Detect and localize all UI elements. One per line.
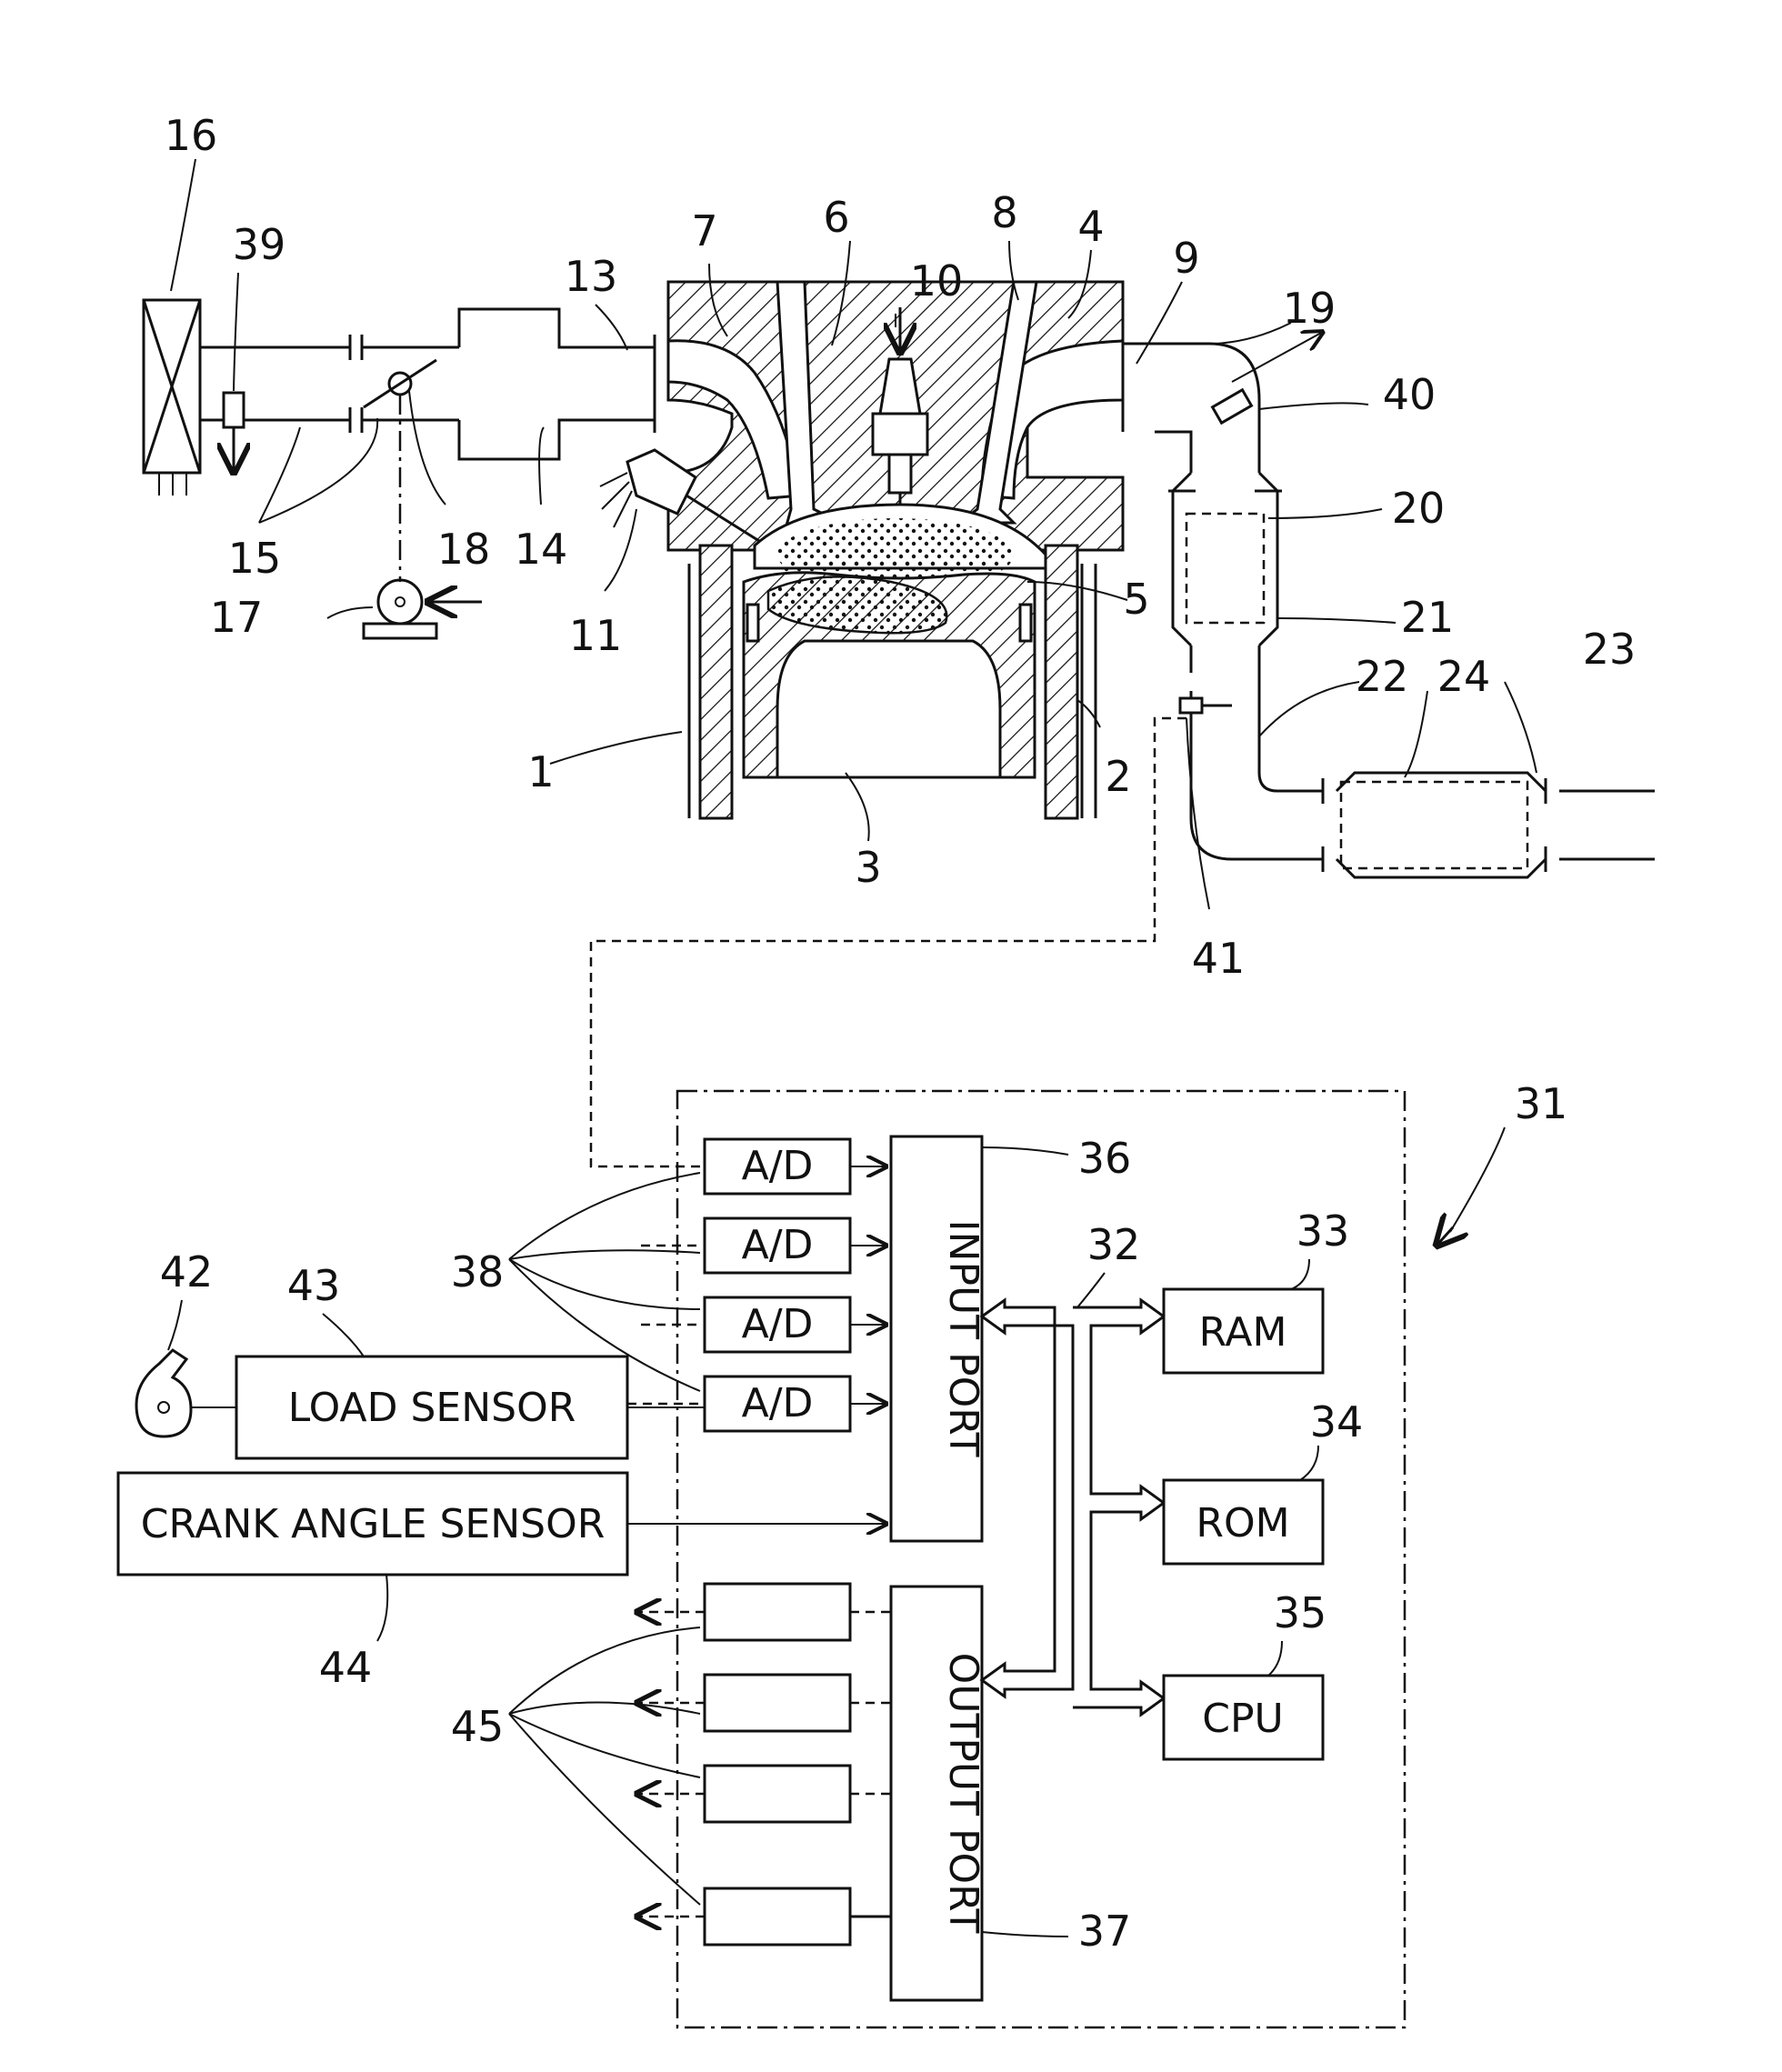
throttle-valve (364, 360, 436, 582)
ref-37: 37 (1078, 1907, 1132, 1956)
catalytic-converter (1168, 473, 1282, 773)
piston (744, 573, 1035, 777)
drive-circuit-4 (636, 1888, 891, 1945)
accelerator-pedal (136, 1300, 236, 1436)
electronic-control-unit: A/D A/D A/D A/D INPUT PORT (509, 718, 1505, 2027)
cpu-block: CPU (1164, 1641, 1323, 1759)
ref-3: 3 (855, 843, 881, 892)
ref-38: 38 (451, 1247, 505, 1296)
rom-block: ROM (1164, 1446, 1323, 1564)
ref-14: 14 (515, 525, 568, 574)
input-port: INPUT PORT (891, 1136, 1068, 1541)
exhaust-pipe (1191, 691, 1323, 859)
ref-15: 15 (228, 534, 282, 583)
ref-35: 35 (1274, 1588, 1327, 1637)
ref-10: 10 (910, 256, 964, 305)
ad-label: A/D (742, 1301, 814, 1347)
air-cleaner (144, 300, 200, 495)
ref-17: 17 (210, 593, 264, 642)
ref-13: 13 (565, 252, 618, 301)
ref-24: 24 (1437, 652, 1491, 701)
ref-39: 39 (233, 220, 286, 269)
ref-43: 43 (287, 1261, 341, 1310)
ref-41: 41 (1192, 934, 1246, 983)
ref-23: 23 (1583, 625, 1637, 674)
drive-circuit-3 (636, 1766, 891, 1822)
crank-angle-sensor-label: CRANK ANGLE SENSOR (141, 1501, 606, 1547)
ref-9: 9 (1173, 234, 1199, 283)
drive-circuit-2 (636, 1675, 891, 1731)
ref-8: 8 (991, 188, 1017, 237)
ram-label: RAM (1199, 1309, 1287, 1356)
input-port-label: INPUT PORT (940, 1220, 986, 1457)
ref-40: 40 (1383, 370, 1437, 419)
ram-block: RAM (1164, 1259, 1323, 1373)
ref-6: 6 (823, 193, 849, 242)
ref-44: 44 (319, 1643, 373, 1692)
ref-7: 7 (691, 206, 717, 255)
ref-31: 31 (1515, 1079, 1568, 1128)
ref-42: 42 (160, 1247, 214, 1296)
load-sensor: LOAD SENSOR (236, 1314, 705, 1458)
ref-18: 18 (437, 525, 491, 574)
step-motor (364, 580, 482, 638)
ref-22: 22 (1356, 652, 1409, 701)
ad-converter-4: A/D (627, 1376, 886, 1431)
ref-33: 33 (1296, 1206, 1350, 1256)
ref-4: 4 (1077, 202, 1104, 251)
ref-19: 19 (1283, 284, 1336, 333)
ad-label: A/D (742, 1143, 814, 1189)
particulate-filter (1323, 773, 1655, 877)
output-port-label: OUTPUT PORT (940, 1653, 986, 1934)
cpu-label: CPU (1202, 1696, 1283, 1742)
oxygen-sensor (1180, 698, 1232, 713)
ad-label: A/D (742, 1222, 814, 1268)
surge-tank (459, 309, 655, 459)
output-port: OUTPUT PORT (891, 1587, 1068, 2000)
ref-45: 45 (451, 1702, 505, 1751)
engine-assembly (144, 159, 1655, 909)
load-sensor-label: LOAD SENSOR (288, 1385, 576, 1431)
ref-21: 21 (1401, 593, 1455, 642)
ref-1: 1 (527, 747, 554, 796)
ref-32: 32 (1087, 1220, 1141, 1269)
ad-label: A/D (742, 1380, 814, 1426)
bidirectional-bus (982, 1273, 1164, 1715)
ad-converter-1: A/D (705, 1139, 886, 1194)
ref-36: 36 (1078, 1134, 1132, 1183)
ref-2: 2 (1105, 752, 1131, 801)
ref-20: 20 (1392, 484, 1446, 533)
air-fuel-sensor (1213, 390, 1252, 423)
ref-11: 11 (569, 611, 623, 660)
ref-34: 34 (1310, 1397, 1364, 1446)
air-flow-detector (224, 393, 244, 473)
ref-16: 16 (165, 111, 218, 160)
drive-circuit-1 (636, 1584, 891, 1640)
rom-label: ROM (1196, 1500, 1289, 1546)
ref-5: 5 (1123, 575, 1149, 624)
